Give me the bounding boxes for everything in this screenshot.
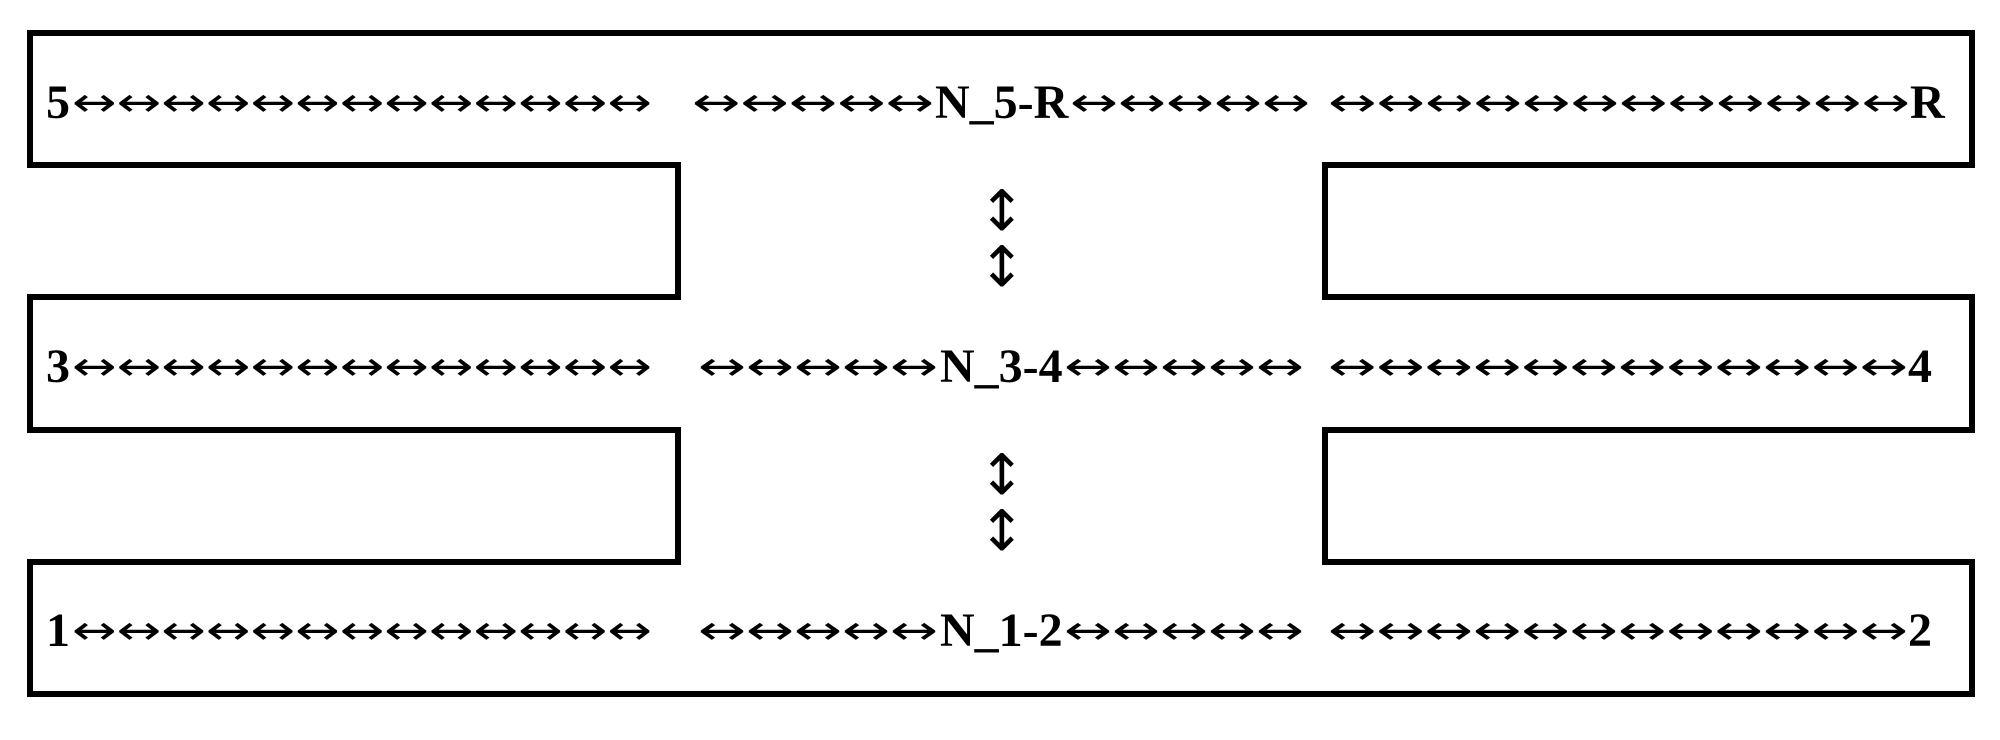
vertical-arrow: ↕ [979, 499, 1026, 564]
corridor-outline [27, 30, 1975, 697]
node-label-N_5-R: N_5-R [935, 76, 1070, 129]
row-3-4: 3 ↔↔↔↔↔↔↔↔↔↔↔↔↔ ↔↔↔↔↔ N_3-4 ↔↔↔↔↔ ↔↔↔↔↔↔… [46, 340, 1932, 393]
vertical-arrow: ↕ [979, 179, 1026, 244]
row-1-2: 1 ↔↔↔↔↔↔↔↔↔↔↔↔↔ ↔↔↔↔↔ N_1-2 ↔↔↔↔↔ ↔↔↔↔↔↔… [46, 604, 1932, 657]
vertical-arrow: ↕ [979, 235, 1026, 300]
row-5-R: 5 ↔↔↔↔↔↔↔↔↔↔↔↔↔ ↔↔↔↔↔ N_5-R ↔↔↔↔↔ ↔↔↔↔↔↔… [46, 76, 1946, 129]
arrow-run: ↔↔↔↔↔ [698, 344, 938, 390]
arrow-run: ↔↔↔↔↔↔↔↔↔↔↔↔ [1328, 344, 1908, 390]
node-label-4: 4 [1908, 340, 1932, 393]
arrow-run: ↔↔↔↔↔↔↔↔↔↔↔↔↔ [72, 344, 652, 390]
node-label-N_1-2: N_1-2 [940, 604, 1063, 657]
arrow-run: ↔↔↔↔↔ [1064, 344, 1304, 390]
arrow-run: ↔↔↔↔↔↔↔↔↔↔↔↔↔ [72, 608, 652, 654]
arrow-run: ↔↔↔↔↔ [698, 608, 938, 654]
arrow-run: ↔↔↔↔↔↔↔↔↔↔↔↔↔ [72, 80, 652, 126]
arrow-run: ↔↔↔↔↔ [1064, 608, 1304, 654]
arrow-run: ↔↔↔↔↔↔↔↔↔↔↔↔ [1328, 608, 1908, 654]
node-label-3: 3 [46, 340, 70, 393]
node-label-2: 2 [1908, 604, 1932, 657]
arrow-run: ↔↔↔↔↔ [692, 80, 934, 126]
node-label-5: 5 [46, 76, 70, 129]
arrow-run: ↔↔↔↔↔ [1070, 80, 1310, 126]
arrow-run: ↔↔↔↔↔↔↔↔↔↔↔↔ [1328, 80, 1910, 126]
node-label-1: 1 [46, 604, 70, 657]
node-label-N_3-4: N_3-4 [940, 340, 1063, 393]
node-label-R: R [1910, 76, 1946, 129]
connector-lower: ↕ ↕ [979, 443, 1026, 564]
connector-upper: ↕ ↕ [979, 179, 1026, 300]
vertical-arrow: ↕ [979, 443, 1026, 508]
